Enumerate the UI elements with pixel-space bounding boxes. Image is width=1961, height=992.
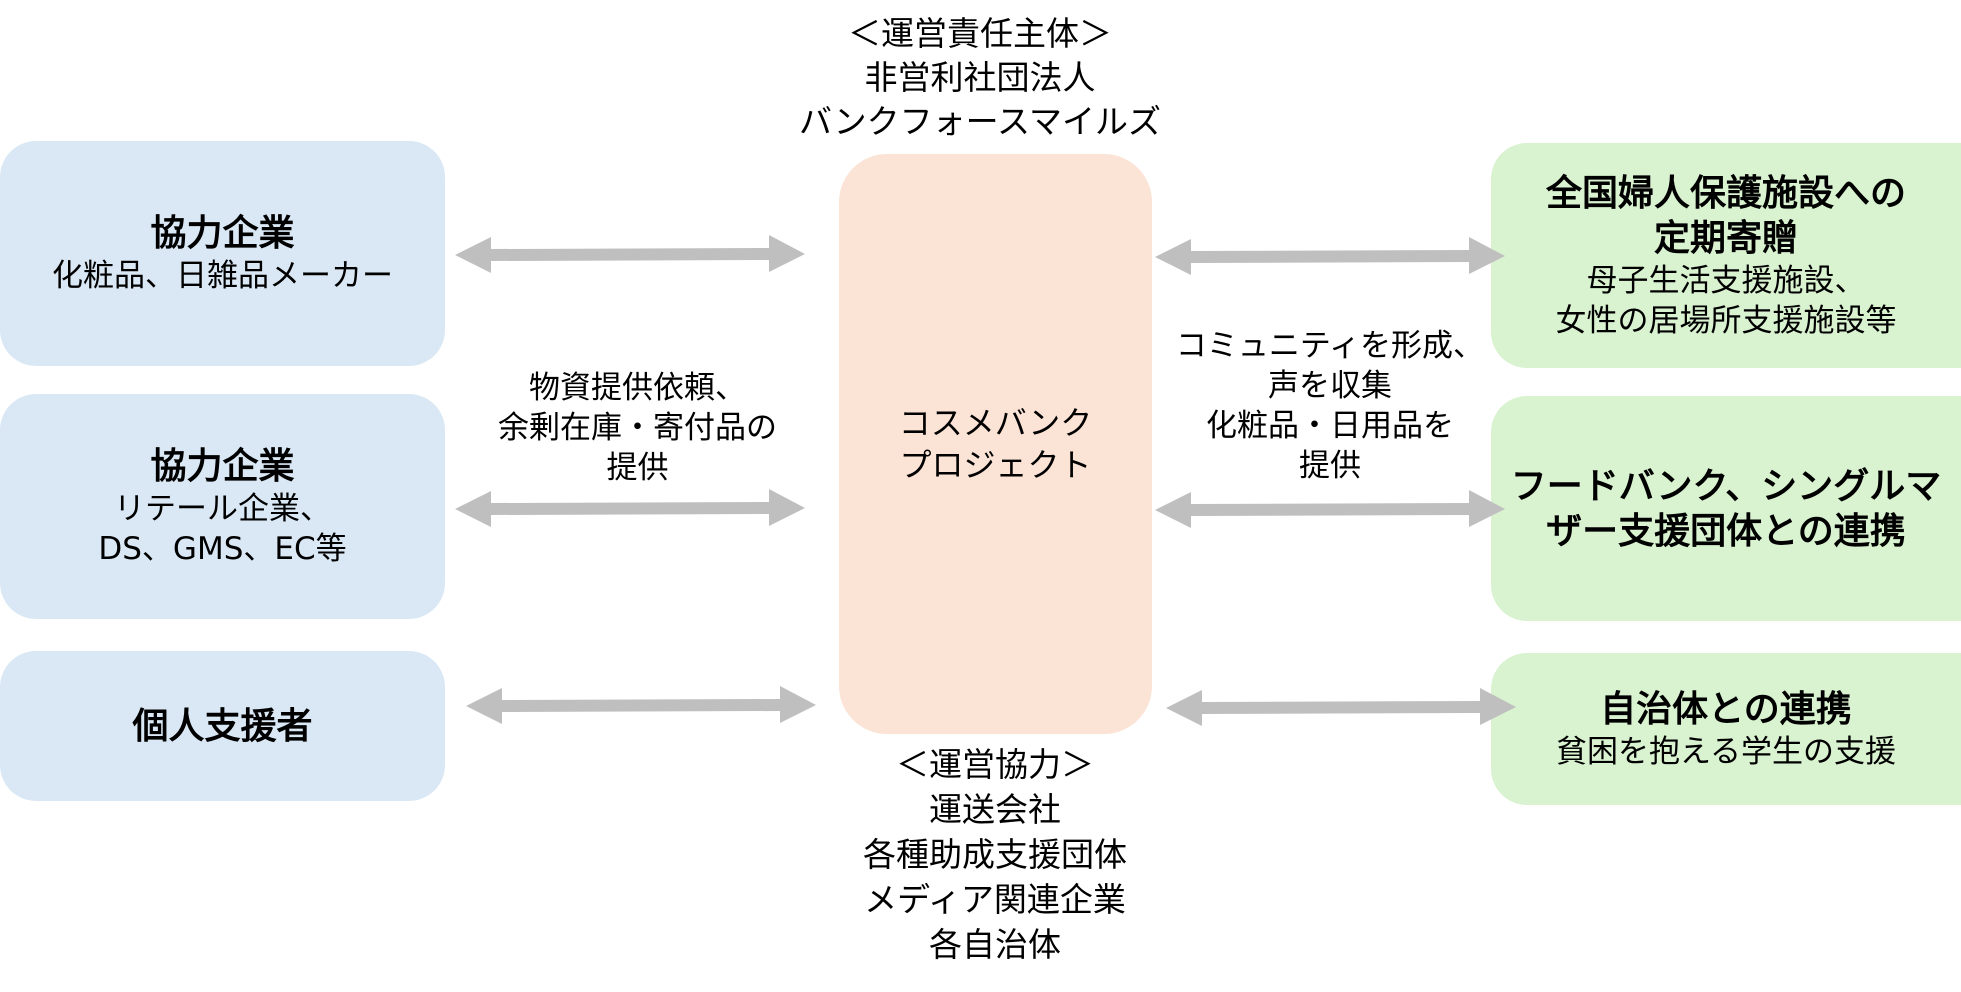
partner-title: 定期寄贈 — [1653, 217, 1798, 259]
project-name-line: コスメバンク — [898, 404, 1093, 442]
partner-title: 全国婦人保護施設への — [1545, 172, 1906, 214]
supplier-title: 個人支援者 — [132, 705, 313, 747]
partner-description: 貧困を抱える学生の支援 — [1555, 733, 1897, 770]
cooperation-item: 各自治体 — [929, 925, 1061, 964]
double-arrow-icon — [455, 235, 805, 273]
double-arrow-icon — [466, 686, 816, 724]
flow-label-line: 余剰在庫・寄付品の — [498, 410, 777, 446]
operator-type: 非営利社団法人 — [864, 58, 1096, 97]
flow-label-line: 提供 — [1299, 448, 1361, 484]
double-arrow-icon — [1166, 688, 1516, 726]
supplier-description: 化粧品、日雑品メーカー — [52, 258, 393, 294]
cooperation-label: ＜運営協力＞ 運送会社 各種助成支援団体 メディア関連企業 各自治体 — [780, 742, 1210, 967]
supplier-title: 協力企業 — [150, 213, 295, 254]
cooperation-item: 運送会社 — [929, 790, 1061, 829]
double-arrow-icon — [455, 489, 805, 527]
partner-title: フードバンク、シングルマ — [1510, 465, 1942, 507]
supplier-description: リテール企業、 — [114, 491, 331, 527]
right-flow-label: コミュニティを形成、 声を収集 化粧品・日用品を 提供 — [1160, 326, 1500, 486]
partner-title: 自治体との連携 — [1600, 688, 1852, 730]
double-arrow-icon — [1155, 490, 1505, 528]
cooperation-heading: ＜運営協力＞ — [896, 745, 1094, 784]
supplier-box-individuals: 個人支援者 — [0, 651, 445, 801]
partner-box-foodbank: フードバンク、シングルマ ザー支援団体との連携 — [1491, 396, 1961, 621]
partner-box-shelters: 全国婦人保護施設への 定期寄贈 母子生活支援施設、 女性の居場所支援施設等 — [1491, 143, 1961, 368]
flow-label-line: 化粧品・日用品を — [1206, 408, 1454, 444]
operator-label: ＜運営責任主体＞ 非営利社団法人 バンクフォースマイルズ — [780, 12, 1180, 144]
center-project-box: コスメバンク プロジェクト — [839, 154, 1152, 734]
flow-label-line: コミュニティを形成、 — [1175, 328, 1485, 364]
supplier-box-manufacturers: 協力企業 化粧品、日雑品メーカー — [0, 141, 445, 366]
left-flow-label: 物資提供依頼、 余剰在庫・寄付品の 提供 — [460, 368, 815, 488]
operator-name: バンクフォースマイルズ — [798, 102, 1161, 141]
supplier-box-retailers: 協力企業 リテール企業、 DS、GMS、EC等 — [0, 394, 445, 619]
cooperation-item: メディア関連企業 — [864, 880, 1126, 919]
cooperation-item: 各種助成支援団体 — [863, 835, 1127, 874]
flow-label-line: 物資提供依頼、 — [529, 370, 746, 406]
partner-box-municipalities: 自治体との連携 貧困を抱える学生の支援 — [1491, 653, 1961, 805]
operator-heading: ＜運営責任主体＞ — [848, 14, 1112, 53]
partner-title: ザー支援団体との連携 — [1546, 510, 1906, 552]
partner-description: 女性の居場所支援施設等 — [1555, 302, 1897, 339]
project-name-line: プロジェクト — [899, 446, 1092, 484]
supplier-title: 協力企業 — [150, 446, 295, 487]
flow-label-line: 提供 — [606, 450, 669, 486]
supplier-description: DS、GMS、EC等 — [98, 531, 347, 567]
double-arrow-icon — [1155, 237, 1505, 275]
partner-description: 母子生活支援施設、 — [1586, 262, 1866, 299]
flow-label-line: 声を収集 — [1268, 368, 1392, 404]
